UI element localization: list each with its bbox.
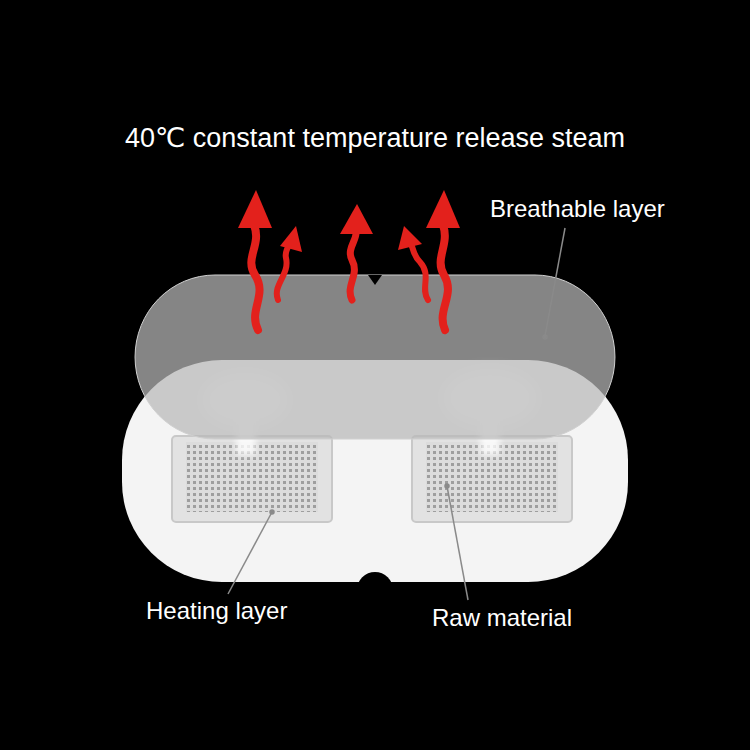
nose-notch: [357, 572, 393, 608]
arrow-heads: [238, 190, 460, 252]
title: 40℃ constant temperature release steam: [125, 122, 625, 154]
notch: [368, 275, 382, 285]
heat-arrows: [251, 225, 448, 330]
breathable-layer-label: Breathable layer: [490, 195, 665, 223]
leader-lines: [228, 228, 565, 600]
heating-layer-label: Heating layer: [146, 597, 287, 625]
breathable-layer-shape: [135, 275, 615, 439]
raw-material-label: Raw material: [432, 604, 572, 632]
